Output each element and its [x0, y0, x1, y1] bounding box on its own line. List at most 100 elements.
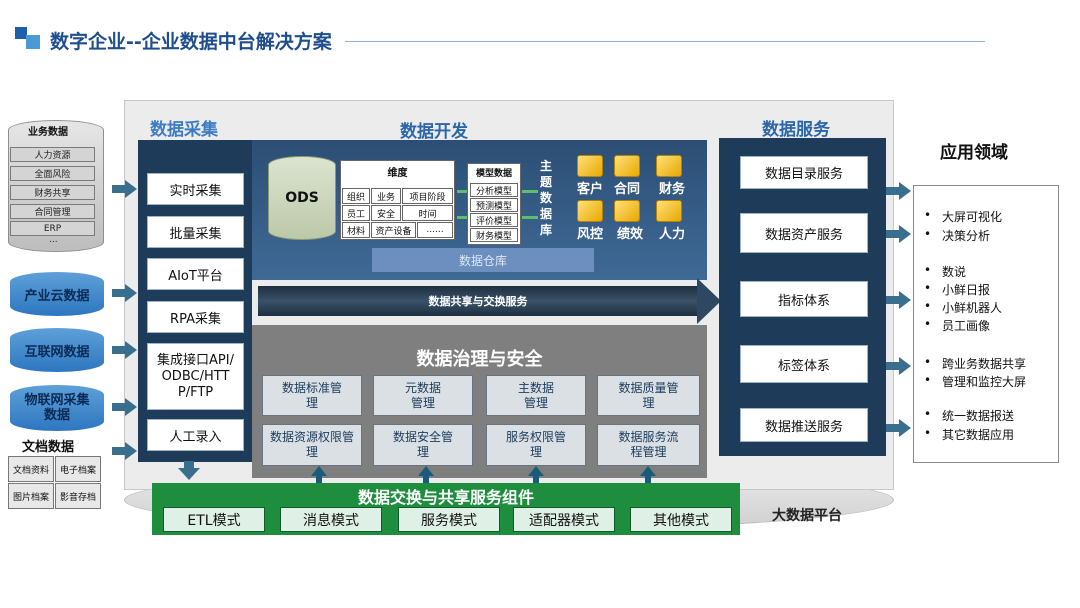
theme-label: 客户 [577, 182, 604, 197]
development-title: 数据开发 [400, 122, 468, 142]
source-item: 人力资源 [10, 147, 95, 162]
application-item: 小鲜日报 [942, 283, 991, 297]
dimension-cell: 员工 [342, 205, 370, 221]
arrow-stem [112, 289, 126, 297]
industry-cloud-cylinder: 产业云数据 [10, 272, 104, 316]
arrow-down-icon [178, 468, 200, 480]
collection-item-interface: 集成接口API/ODBC/HTTP/FTP [147, 343, 244, 410]
governance-cell: 数据资源权限管理 [262, 424, 362, 466]
theme-label: 财务 [659, 182, 686, 197]
governance-cell: 数据服务流程管理 [597, 424, 700, 466]
share-arrow-head-icon [697, 278, 721, 324]
app-bullet: • [924, 208, 932, 222]
dimension-cell: 资产设备 [371, 222, 416, 238]
arrow-right-icon [899, 291, 911, 309]
app-bullet: • [924, 426, 932, 440]
arrow-stem [886, 230, 900, 238]
ods-cylinder: ODS [268, 156, 336, 240]
arrow-stem [112, 447, 126, 455]
arrow-stem [112, 185, 126, 193]
arrow-right-icon [125, 442, 137, 460]
exchange-title: 数据交换与共享服务组件 [357, 488, 534, 507]
arrow-right-icon [125, 398, 137, 416]
logo-square-dark [15, 27, 27, 39]
arrow-right-icon [899, 182, 911, 200]
model-item: 预测模型 [470, 198, 518, 212]
collection-item-aiot: AIoT平台 [147, 258, 244, 290]
theme-db-label: 主题数据库 [540, 159, 553, 237]
arrow-right-icon [125, 341, 137, 359]
exchange-mode: 服务模式 [398, 507, 500, 532]
service-item: 数据推送服务 [740, 408, 868, 442]
applications-title: 应用领域 [940, 143, 1008, 163]
application-item: 小鲜机器人 [942, 301, 1003, 315]
business-data-title: 业务数据 [28, 127, 68, 138]
connector-arrow-icon [457, 190, 467, 193]
share-exchange-arrow: 数据共享与交换服务 [258, 286, 698, 316]
platform-label: 大数据平台 [772, 508, 842, 524]
theme-label: 人力 [659, 227, 686, 242]
dimension-cell: 业务 [371, 188, 401, 204]
service-item: 数据资产服务 [740, 213, 868, 253]
arrow-up-icon [418, 466, 434, 476]
doc-item: 图片档案 [8, 483, 54, 509]
application-item: 员工画像 [942, 319, 991, 333]
arrow-stem [184, 461, 194, 469]
arrow-right-icon [899, 357, 911, 375]
arrow-right-icon [899, 419, 911, 437]
iot-data-cylinder: 物联网采集数据 [10, 385, 104, 431]
theme-label: 合同 [614, 182, 641, 197]
arrow-stem [886, 296, 900, 304]
application-item: 跨业务数据共享 [942, 357, 1027, 371]
governance-cell: 数据质量管理 [597, 375, 700, 416]
governance-cell: 数据安全管理 [373, 424, 473, 466]
collection-item-batch: 批量采集 [147, 216, 244, 248]
service-item: 标签体系 [740, 345, 868, 383]
arrow-right-icon [125, 180, 137, 198]
documents-title: 文档数据 [22, 440, 75, 455]
source-item: 财务共享 [10, 185, 95, 200]
source-item: 全面风险 [10, 166, 95, 181]
application-item: 数说 [942, 265, 967, 279]
app-bullet: • [924, 407, 932, 421]
app-bullet: • [924, 355, 932, 369]
app-bullet: • [924, 281, 932, 295]
source-item: 合同管理 [10, 204, 95, 219]
arrow-stem [112, 403, 126, 411]
governance-cell: 元数据管理 [373, 375, 473, 416]
dimension-cell: 时间 [402, 205, 453, 221]
arrow-stem [533, 476, 539, 484]
arrow-stem [886, 187, 900, 195]
exchange-mode: 适配器模式 [513, 507, 615, 532]
application-item: 管理和监控大屏 [942, 375, 1027, 389]
collection-title: 数据采集 [150, 120, 218, 140]
arrow-up-icon [528, 466, 544, 476]
model-title: 模型数据 [475, 169, 512, 179]
doc-item: 文档资料 [8, 456, 54, 482]
title-divider [345, 41, 985, 42]
arrow-stem [645, 476, 651, 484]
governance-title: 数据治理与安全 [416, 349, 543, 370]
model-item: 分析模型 [470, 183, 518, 197]
applications-panel [913, 185, 1059, 463]
arrow-right-icon [125, 284, 137, 302]
dimension-title: 维度 [387, 168, 408, 179]
exchange-mode: 消息模式 [280, 507, 382, 532]
theme-cube-icon [577, 155, 603, 177]
service-item: 数据目录服务 [740, 156, 868, 189]
internet-data-cylinder: 互联网数据 [10, 328, 104, 372]
application-item: 其它数据应用 [942, 428, 1015, 442]
dimension-cell: ...... [417, 222, 453, 238]
arrow-right-icon [899, 225, 911, 243]
logo-square-light [26, 35, 40, 49]
governance-cell: 服务权限管理 [486, 424, 586, 466]
arrow-stem [423, 476, 429, 484]
collection-item-manual: 人工录入 [147, 419, 244, 451]
theme-cube-icon [577, 200, 603, 222]
governance-cell: 数据标准管理 [262, 375, 362, 416]
dimension-cell: 材料 [342, 222, 370, 238]
app-bullet: • [924, 317, 932, 331]
application-item: 决策分析 [942, 229, 991, 243]
app-bullet: • [924, 263, 932, 277]
connector-arrow-icon [522, 216, 538, 219]
